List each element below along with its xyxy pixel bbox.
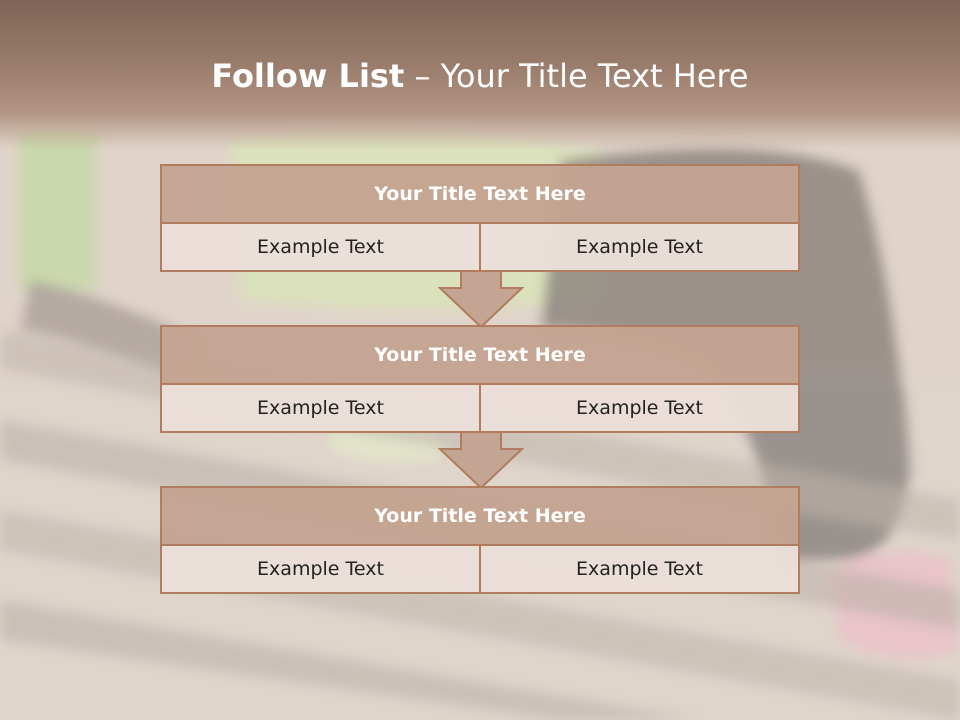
flow-block-2: Your Title Text Here Example Text Exampl… [160,325,800,433]
down-arrow-icon [438,431,524,489]
flow-block-cell-left: Example Text [257,236,384,258]
flow-block-cell-left: Example Text [257,397,384,419]
flow-block-title: Your Title Text Here [162,327,798,385]
flow-block-title: Your Title Text Here [162,488,798,546]
flow-block-cell-right: Example Text [479,224,798,270]
slide-title-rest: – Your Title Text Here [414,57,749,95]
flow-block-cell-right: Example Text [479,385,798,431]
flow-block-1: Your Title Text Here Example Text Exampl… [160,164,800,272]
slide-title-bold: Follow List [211,57,405,95]
down-arrow-icon [438,270,524,328]
title-band [0,0,960,150]
flow-block-cell-left: Example Text [257,558,384,580]
flow-block-title: Your Title Text Here [162,166,798,224]
flow-block-row: Example Text Example Text [162,385,798,431]
flow-block-cell-right: Example Text [479,546,798,592]
flow-block-row: Example Text Example Text [162,224,798,270]
flow-block-row: Example Text Example Text [162,546,798,592]
flow-block-3: Your Title Text Here Example Text Exampl… [160,486,800,594]
slide-title: Follow List – Your Title Text Here [0,54,960,98]
